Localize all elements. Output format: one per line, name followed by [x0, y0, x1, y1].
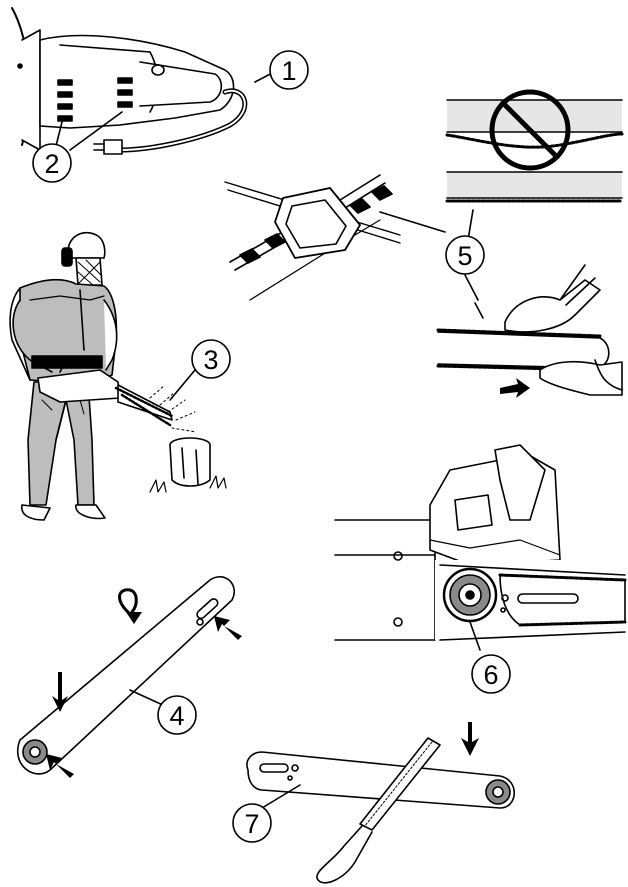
- guide-bar-panel: 4: [17, 576, 242, 778]
- bar-nose-sprocket: [485, 779, 511, 805]
- chain-oiling-panel: 5: [224, 89, 624, 398]
- guide-bar-diagonal: [17, 576, 235, 775]
- callout-6: 6: [483, 660, 498, 690]
- callout-5: 5: [457, 241, 472, 271]
- pointer-arrow-icon: [461, 722, 479, 756]
- bar-filing-panel: 7: [232, 722, 515, 884]
- pointer-arrow-icon: [52, 672, 68, 712]
- prohibited-icon: [489, 89, 571, 171]
- sprocket-panel: 6: [334, 444, 627, 694]
- callout-2: 2: [44, 149, 59, 179]
- pull-arrow-icon: [500, 378, 530, 398]
- pointer-arrow-icon: [214, 616, 242, 640]
- operator-figure: [9, 231, 118, 521]
- motor-housing-panel: 1 2: [11, 7, 309, 183]
- flat-file: [316, 737, 441, 884]
- vent-slots: [57, 77, 133, 122]
- callout-7: 7: [244, 809, 259, 839]
- chain-links-crossed: [224, 174, 446, 301]
- tree-stump: [149, 437, 227, 493]
- callout-3: 3: [203, 345, 218, 375]
- chain-too-loose: [445, 99, 624, 149]
- pointer-arrow-icon: [46, 754, 74, 778]
- chainsaw: [37, 358, 197, 433]
- chain-tension-check: [436, 264, 623, 398]
- callout-4: 4: [169, 701, 184, 731]
- drive-sprocket: [442, 567, 498, 623]
- bar-nose-sprocket: [22, 739, 48, 765]
- chain-correct: [445, 171, 624, 203]
- operator-panel: 3: [9, 231, 231, 521]
- flip-arrow-icon: [118, 588, 138, 614]
- callout-1: 1: [281, 56, 296, 86]
- guide-bar-horizontal: [246, 751, 515, 809]
